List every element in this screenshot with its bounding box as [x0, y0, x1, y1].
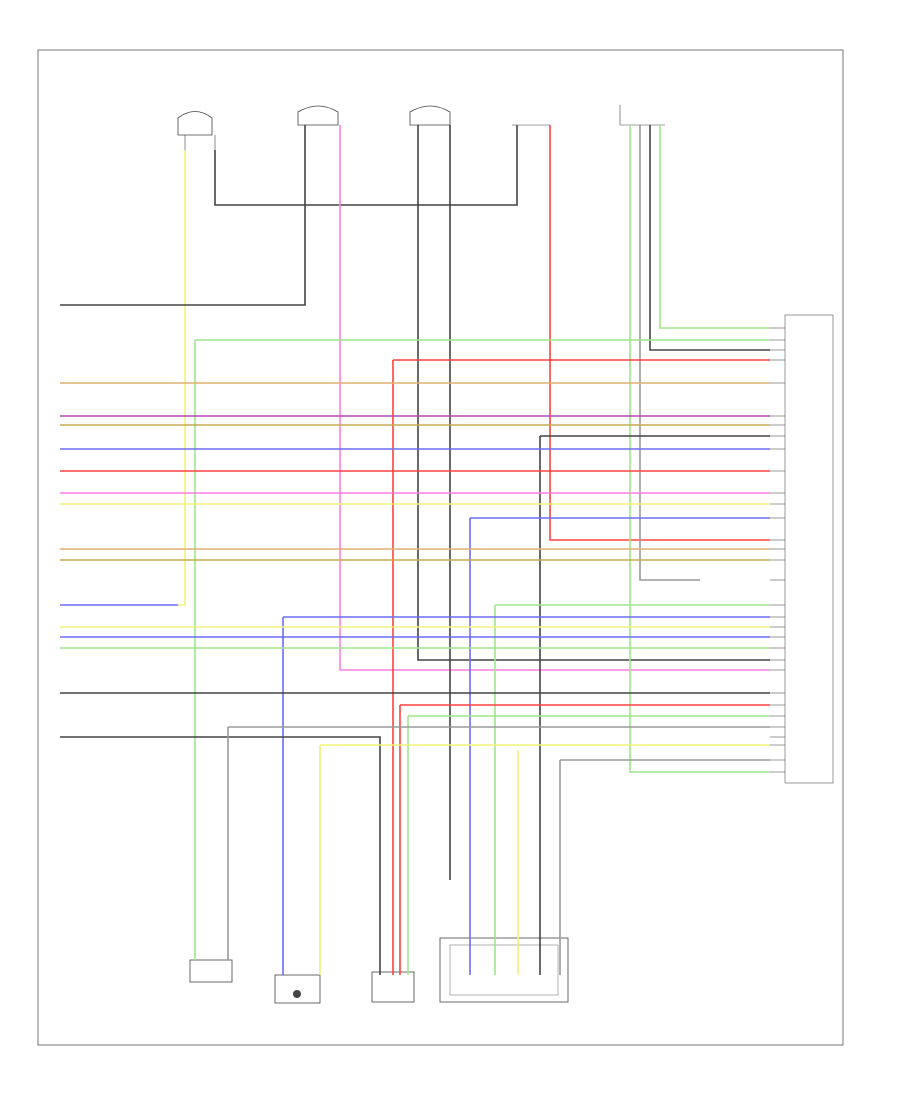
wire-black	[60, 125, 306, 306]
wires	[60, 125, 785, 975]
wire-black	[417, 125, 770, 661]
wire-black	[649, 125, 770, 351]
top-sensor-3	[409, 105, 451, 126]
wire-yellow	[178, 150, 186, 606]
wire-black	[214, 125, 518, 206]
wire-magenta	[339, 125, 770, 671]
bottom-sensor-4	[439, 937, 569, 1003]
bottom-sensor-2	[274, 974, 321, 1004]
bottom-sensor-3	[371, 971, 415, 1003]
wire-red	[549, 125, 770, 541]
wire-gray	[639, 125, 700, 581]
top-sensor-1	[177, 111, 216, 150]
ecm-connector	[784, 314, 834, 784]
bottom-sensor-1	[189, 959, 233, 983]
wire-black	[60, 736, 381, 975]
wire-green	[659, 125, 770, 329]
top-sensor-2	[297, 105, 339, 126]
diagram-frame	[37, 49, 844, 1046]
top-sensor-5	[619, 105, 665, 126]
